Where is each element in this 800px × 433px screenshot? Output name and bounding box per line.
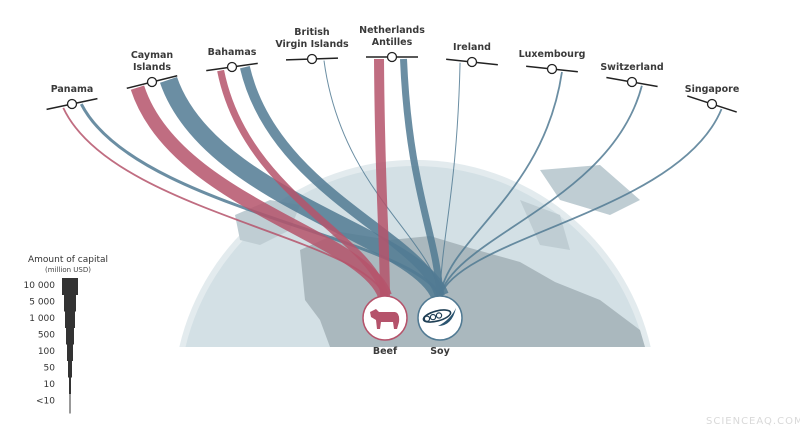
hub-label: Antilles bbox=[372, 37, 413, 48]
hub-label: Switzerland bbox=[600, 62, 663, 73]
legend-class-label: 50 bbox=[44, 364, 56, 374]
target-label-soy: Soy bbox=[430, 346, 450, 357]
hub-ireland: Ireland bbox=[446, 42, 498, 68]
hub-node bbox=[226, 61, 238, 73]
hub-node bbox=[306, 53, 318, 65]
watermark: SCIENCEAQ.COM bbox=[706, 416, 800, 427]
legend-bar-step bbox=[67, 344, 73, 361]
flow-na-soy bbox=[400, 58, 444, 297]
flow-singapore-soy bbox=[439, 108, 723, 297]
hub-node bbox=[146, 76, 158, 88]
hub-label: Cayman bbox=[131, 50, 174, 61]
legend-class-label: <10 bbox=[36, 397, 55, 407]
target-beef: Beef bbox=[362, 295, 408, 357]
hub-label: Luxembourg bbox=[519, 49, 586, 60]
hub-switzerland: Switzerland bbox=[600, 62, 664, 88]
flow-bahamas-beef bbox=[217, 69, 389, 297]
flow-na-beef bbox=[374, 58, 390, 297]
legend-class-label: 10 000 bbox=[24, 281, 56, 291]
hub-node bbox=[546, 63, 558, 75]
hub-label: Singapore bbox=[685, 84, 740, 95]
legend-class-label: 10 bbox=[44, 380, 56, 390]
legend-class-label: 500 bbox=[38, 331, 55, 341]
hub-node bbox=[66, 98, 78, 110]
hub-luxembourg: Luxembourg bbox=[519, 49, 586, 75]
hub-node bbox=[466, 56, 478, 68]
hub-label: Islands bbox=[133, 62, 171, 73]
hub-label: Netherlands bbox=[359, 25, 425, 36]
legend-subtitle: (million USD) bbox=[45, 266, 91, 274]
flow-bahamas-soy bbox=[240, 66, 445, 298]
hub-singapore: Singapore bbox=[685, 84, 740, 113]
flow-switzerland-soy bbox=[439, 85, 643, 297]
legend-class-label: 1 000 bbox=[29, 314, 55, 324]
legend-title: Amount of capital bbox=[28, 255, 108, 265]
legend-class-label: 100 bbox=[38, 347, 55, 357]
legend-bar-step bbox=[69, 393, 71, 414]
hub-label: Virgin Islands bbox=[275, 39, 349, 50]
target-label-beef: Beef bbox=[373, 346, 398, 357]
legend-bar-step bbox=[62, 278, 78, 295]
hub-label: British bbox=[294, 27, 330, 38]
target-soy: Soy bbox=[417, 295, 463, 357]
legend-class-label: 5 000 bbox=[29, 298, 55, 308]
legend-bar-step bbox=[65, 311, 75, 328]
hub-node bbox=[706, 98, 718, 110]
hub-node bbox=[626, 76, 638, 88]
hub-panama: Panama bbox=[46, 84, 98, 111]
flows bbox=[62, 58, 723, 300]
legend-bar-step bbox=[68, 360, 72, 378]
hub-label: Panama bbox=[51, 84, 94, 95]
commodity-targets: Beef Soy bbox=[362, 295, 463, 357]
flow-luxembourg-soy bbox=[439, 71, 563, 297]
cow-icon bbox=[370, 309, 400, 329]
flow-ireland-soy bbox=[439, 62, 461, 297]
soybean-pod-icon bbox=[422, 308, 456, 326]
hub-label: Bahamas bbox=[208, 47, 257, 58]
hub-bahamas: Bahamas bbox=[206, 47, 258, 73]
land-north bbox=[235, 165, 640, 250]
capital-legend: Amount of capital (million USD) 10 000 5 … bbox=[24, 255, 108, 414]
flow-cayman-beef bbox=[130, 85, 392, 299]
legend-bar-step bbox=[64, 294, 76, 312]
legend-bar-step bbox=[66, 327, 74, 345]
legend-bar-step bbox=[69, 377, 71, 394]
hub-label: Ireland bbox=[453, 42, 491, 53]
hub-node bbox=[386, 51, 398, 63]
